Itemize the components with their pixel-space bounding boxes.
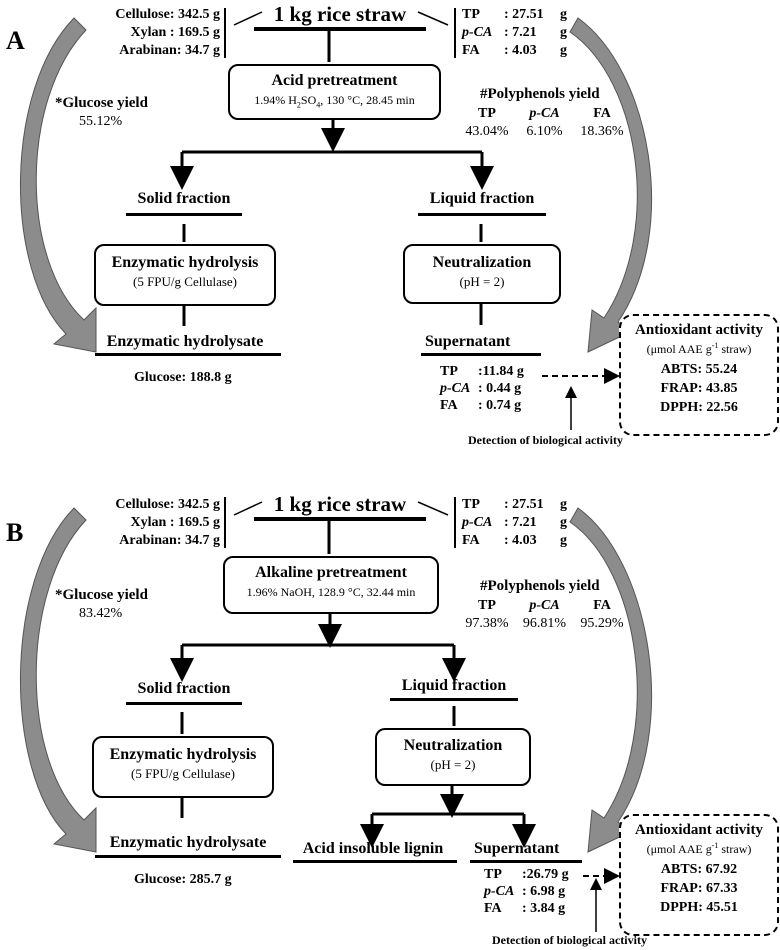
composition-row: Arabinan: 34.7 g [119, 533, 220, 548]
feed-underline [254, 517, 426, 521]
detection-label: Detection of biological activity [492, 933, 647, 947]
liquid-fraction-bar [390, 698, 518, 701]
antioxidant-unit: (μmol AAE g-1 straw) [646, 341, 752, 356]
liquid-fraction-label: Liquid fraction [429, 190, 535, 207]
polyphenols-yield-values: 97.38%96.81%95.29% [465, 616, 624, 631]
antioxidant-abts: ABTS: 55.24 [660, 362, 738, 377]
pretreatment-conditions: 1.94% H2SO4, 130 °C, 28.45 min [254, 93, 415, 110]
panel-b-label: B [6, 518, 24, 547]
pretreatment-title: Acid pretreatment [271, 72, 398, 89]
hydrolysis-title: Enzymatic hydrolysis [111, 254, 259, 271]
solid-fraction-label: Solid fraction [137, 680, 231, 697]
hydrolysate-label: Enzymatic hydrolysate [106, 333, 264, 350]
detection-label: Detection of biological activity [468, 433, 623, 447]
enzymatic-hydrolysis-box: Enzymatic hydrolysis (5 FPU/g Cellulase) [92, 736, 274, 798]
feed-title: 1 kg rice straw [273, 492, 407, 516]
polyphenols-yield-values: 43.04%6.10%18.36% [465, 124, 624, 139]
solid-fraction-bar [126, 702, 242, 705]
supernatant-row: p-CA: 6.98 g [484, 884, 566, 899]
supernatant-label: Supernatant [474, 840, 560, 857]
neutralization-title: Neutralization [403, 737, 503, 754]
feed-title: 1 kg rice straw [273, 2, 407, 26]
glucose-yield-label: *Glucose yield [55, 587, 148, 603]
enzymatic-hydrolysis-box: Enzymatic hydrolysis (5 FPU/g Cellulase) [94, 244, 276, 306]
alkaline-pretreatment-box: Alkaline pretreatment 1.96% NaOH, 128.9 … [223, 556, 439, 614]
supernatant-row: FA: 3.84 g [484, 901, 566, 916]
neutralization-title: Neutralization [432, 254, 532, 271]
antioxidant-values: ABTS: 67.92 FRAP: 67.33 DPPH: 45.51 [621, 860, 777, 917]
hydrolysate-bar [95, 855, 281, 858]
composition-row: Cellulose: 342.5 g [115, 497, 220, 512]
pretreatment-conditions: 1.96% NaOH, 128.9 °C, 32.44 min [246, 585, 416, 599]
supernatant-bar [421, 353, 541, 356]
antioxidant-activity-box: Antioxidant activity (μmol AAE g-1 straw… [619, 314, 779, 436]
feed-underline [254, 27, 426, 31]
supernatant-values: TP:11.84 g p-CA: 0.44 g FA: 0.74 g [440, 363, 524, 414]
lignin-bar [293, 860, 457, 863]
supernatant-label: Supernatant [425, 333, 511, 350]
polyphenols-yield-label: #Polyphenols yield [480, 86, 600, 102]
hydrolysis-sub: (5 FPU/g Cellulase) [133, 274, 237, 289]
antioxidant-frap: FRAP: 67.33 [660, 881, 738, 896]
supernatant-bar [470, 860, 582, 863]
composition-row: Xylan : 169.5 g [130, 515, 220, 530]
glucose-yield-label: *Glucose yield [55, 95, 148, 111]
polyphenols-yield-label: #Polyphenols yield [480, 578, 600, 594]
antioxidant-dpph: DPPH: 22.56 [660, 400, 738, 415]
acid-pretreatment-box: Acid pretreatment 1.94% H2SO4, 130 °C, 2… [228, 64, 441, 120]
hydrolysate-bar [95, 353, 281, 356]
supernatant-values: TP:26.79 g p-CA: 6.98 g FA: 3.84 g [484, 866, 569, 917]
supernatant-row: TP:26.79 g [484, 867, 569, 882]
composition-row: Arabinan: 34.7 g [119, 43, 220, 58]
antioxidant-title: Antioxidant activity [635, 322, 763, 338]
supernatant-row: p-CA: 0.44 g [440, 381, 522, 396]
glucose-yield-value: 55.12% [79, 114, 123, 129]
panel-b-composition: Cellulose: 342.5 g Xylan : 169.5 g Arabi… [80, 496, 220, 550]
glucose-amount: Glucose: 285.7 g [134, 872, 232, 887]
hydrolysis-title: Enzymatic hydrolysis [109, 746, 257, 763]
liquid-fraction-bar [418, 213, 546, 216]
neutralization-box: Neutralization (pH = 2) [403, 244, 561, 304]
antioxidant-abts: ABTS: 67.92 [660, 862, 738, 877]
antioxidant-title: Antioxidant activity [635, 822, 763, 838]
glucose-amount: Glucose: 188.8 g [134, 370, 232, 385]
antioxidant-values: ABTS: 55.24 FRAP: 43.85 DPPH: 22.56 [621, 360, 777, 417]
supernatant-row: TP:11.84 g [440, 364, 524, 379]
pretreatment-title: Alkaline pretreatment [255, 564, 407, 581]
composition-row: Xylan : 169.5 g [130, 25, 220, 40]
solid-fraction-label: Solid fraction [137, 190, 231, 207]
neutralization-box: Neutralization (pH = 2) [375, 728, 531, 786]
neutralization-sub: (pH = 2) [430, 757, 476, 772]
antioxidant-unit: (μmol AAE g-1 straw) [646, 841, 752, 856]
lignin-label: Acid insoluble lignin [302, 840, 444, 857]
liquid-fraction-label: Liquid fraction [401, 677, 507, 694]
antioxidant-activity-box: Antioxidant activity (μmol AAE g-1 straw… [619, 814, 779, 936]
panel-a-label: A [6, 26, 25, 55]
solid-fraction-bar [126, 213, 242, 216]
supernatant-row: FA: 0.74 g [440, 398, 522, 413]
hydrolysis-sub: (5 FPU/g Cellulase) [131, 766, 235, 781]
antioxidant-dpph: DPPH: 45.51 [660, 900, 738, 915]
composition-row: Cellulose: 342.5 g [115, 7, 220, 22]
neutralization-sub: (pH = 2) [459, 274, 505, 289]
antioxidant-frap: FRAP: 43.85 [660, 381, 738, 396]
glucose-yield-value: 83.42% [79, 606, 123, 621]
hydrolysate-label: Enzymatic hydrolysate [109, 834, 267, 851]
